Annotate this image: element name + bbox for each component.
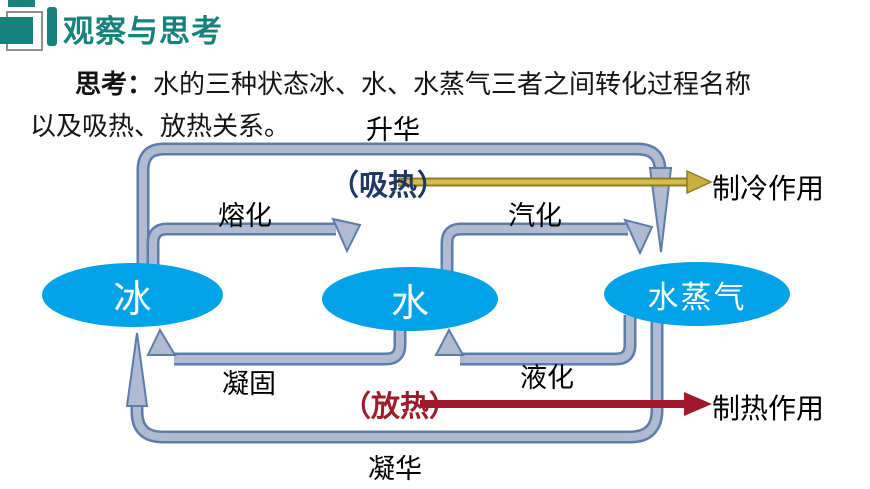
header-accent-strip (8, 0, 35, 7)
intro-line-1-text: 水的三种状态冰、水、水蒸气三者之间转化过程名称 (153, 69, 752, 99)
solidification-label: 凝固 (222, 369, 276, 399)
liquefaction-label: 液化 (520, 363, 574, 393)
node-water-vapor-label: 水蒸气 (647, 279, 747, 315)
intro-line-1: 思考：水的三种状态冰、水、水蒸气三者之间转化过程名称 (75, 64, 751, 101)
node-water-label: 水 (390, 282, 429, 325)
release-heat-arrow (420, 392, 712, 416)
intro-prefix: 思考： (75, 69, 154, 99)
node-ice: 冰 (42, 263, 223, 327)
melting-arrow (146, 217, 362, 280)
sublimation-arrow (136, 142, 673, 280)
absorb-heat-arrow (398, 169, 713, 195)
liquefaction-arrow (434, 315, 637, 366)
page-title: 观察与思考 (63, 14, 223, 49)
vaporization-arrow (440, 218, 654, 280)
header-square-icon (0, 17, 33, 44)
node-water: 水 (322, 267, 498, 331)
header-accent-bar (47, 7, 57, 46)
node-water-vapor: 水蒸气 (604, 262, 790, 326)
release-heat-label: （放热） (342, 391, 459, 423)
deposition-label: 凝华 (368, 454, 422, 484)
sublimation-label: 升华 (366, 115, 420, 145)
heating-effect-label: 制热作用 (712, 394, 825, 425)
absorb-heat-label: （吸热） (330, 170, 447, 202)
melting-label: 熔化 (218, 201, 272, 231)
vaporization-label: 汽化 (508, 201, 562, 231)
solidification-arrow (146, 315, 407, 366)
node-ice-label: 冰 (113, 278, 152, 321)
cooling-effect-label: 制冷作用 (712, 174, 825, 205)
intro-line-2: 以及吸热、放热关系。 (30, 111, 291, 141)
deposition-arrow (125, 315, 664, 444)
